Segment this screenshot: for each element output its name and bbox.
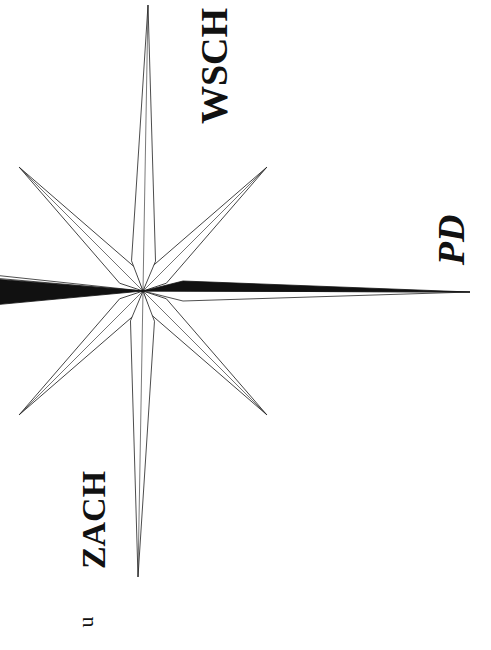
direction-label: ZACH xyxy=(77,471,111,569)
vertical-arm xyxy=(131,5,160,291)
diagonal-arm xyxy=(135,159,274,298)
fragment-label: u xyxy=(75,617,97,628)
needle-black-half xyxy=(143,281,470,292)
diagonal-arm xyxy=(11,283,150,422)
diagonal-arm xyxy=(135,283,274,422)
star-arms xyxy=(0,5,470,577)
needle-white-half xyxy=(143,291,470,301)
needle-black-bar xyxy=(0,279,143,305)
vertical-arm xyxy=(126,291,155,577)
direction-label: PD xyxy=(432,215,470,266)
diagonal-arm xyxy=(11,159,150,298)
direction-label: WSCH xyxy=(195,8,233,124)
